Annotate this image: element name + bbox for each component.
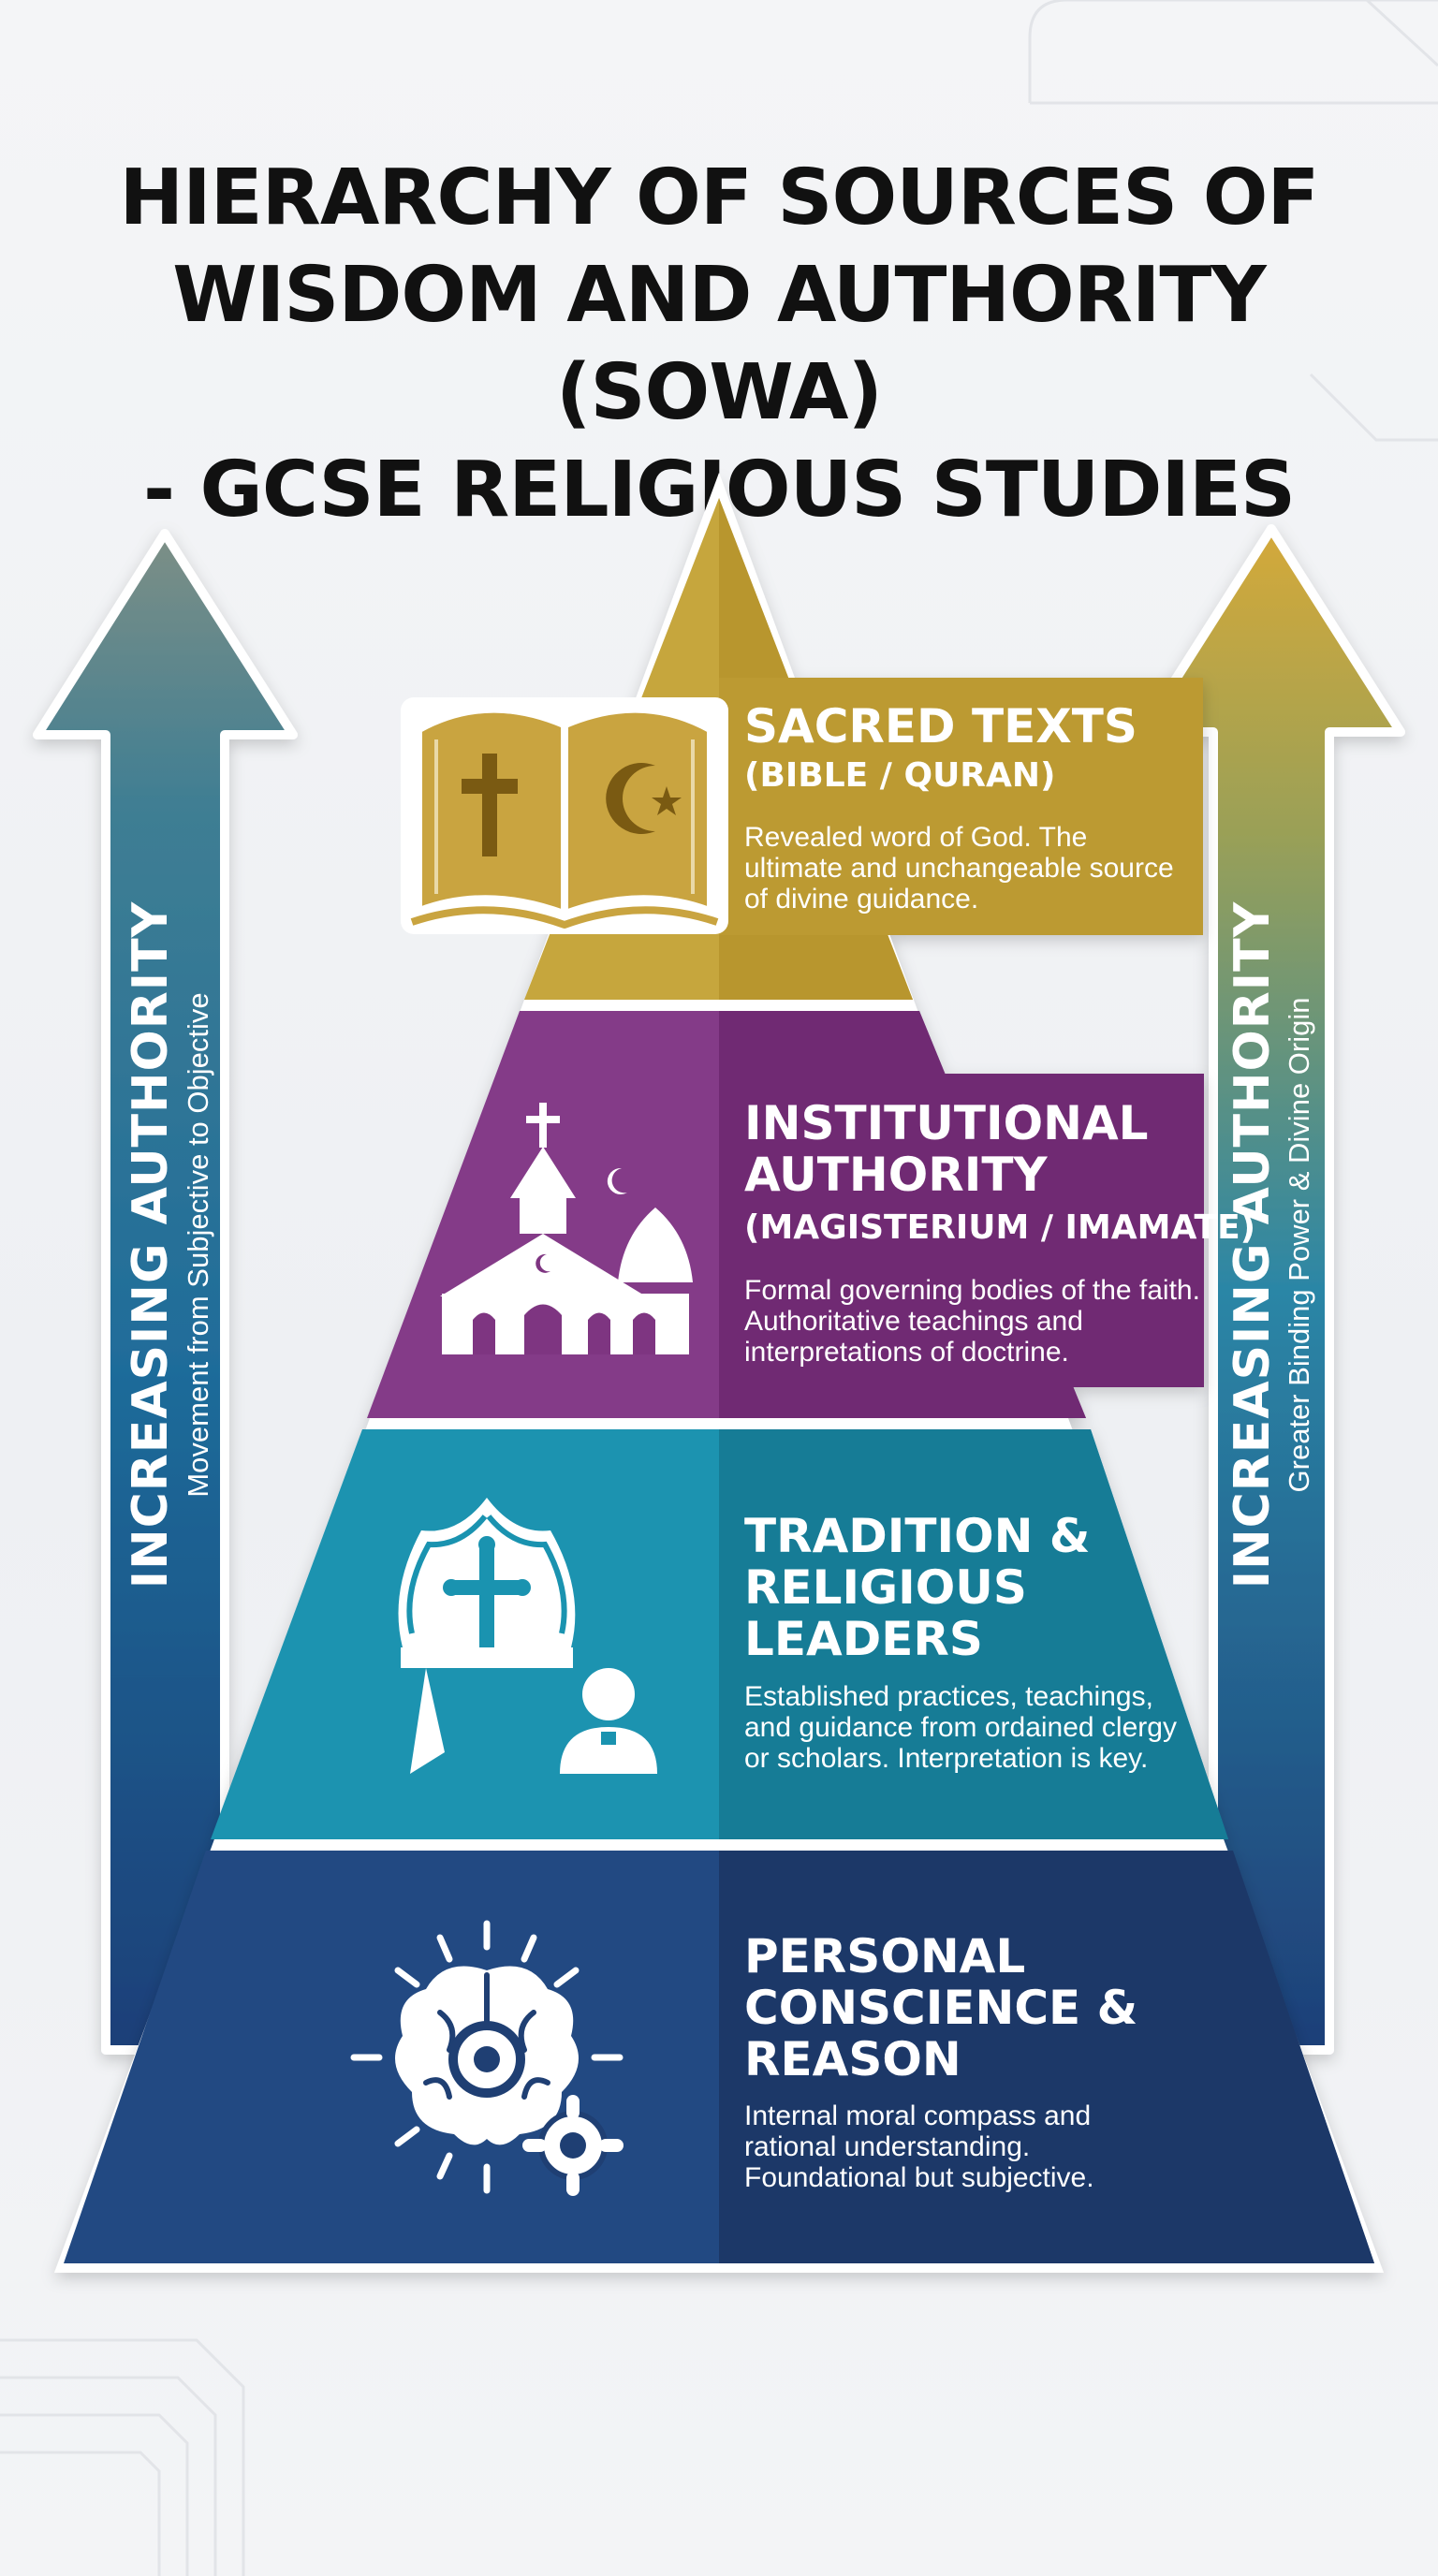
title-line-2: WISDOM AND AUTHORITY (SOWA)	[172, 251, 1266, 437]
church-mosque-icon	[440, 1103, 693, 1354]
tier-3-title-line-2: RELIGIOUS	[744, 1560, 1027, 1615]
tier-4-desc-line-2: rational understanding.	[744, 2131, 1030, 2162]
title-line-1: HIERARCHY OF SOURCES OF	[119, 154, 1320, 242]
brain-gear-icon	[350, 1920, 624, 2196]
tier-3-text: TRADITION & RELIGIOUS LEADERS Establishe…	[744, 1509, 1177, 1774]
tier-tradition-leaders	[211, 1429, 1228, 1839]
tier-2-text: INSTITUTIONAL AUTHORITY (MAGISTERIUM / I…	[744, 1096, 1255, 1368]
tier-4-title-line-3: REASON	[744, 2032, 961, 2086]
tier-1-desc-line-1: Revealed word of God. The	[744, 822, 1087, 853]
tier-2-title-line-2: AUTHORITY	[744, 1148, 1048, 1202]
left-arrow-subtitle: Movement from Subjective to Objective	[182, 992, 214, 1497]
tier-1-text: SACRED TEXTS (BIBLE / QURAN) Revealed wo…	[744, 699, 1174, 915]
tier-2-desc-line-2: Authoritative teachings and	[744, 1306, 1083, 1337]
mitre-clergy-icon	[398, 1498, 657, 1774]
tier-4-title-line-1: PERSONAL	[744, 1929, 1025, 1983]
page-title: HIERARCHY OF SOURCES OF WISDOM AND AUTHO…	[0, 150, 1438, 539]
tier-1-title: SACRED TEXTS	[744, 699, 1137, 754]
left-authority-arrow: INCREASING AUTHORITY Movement from Subje…	[33, 529, 298, 2055]
right-arrow-title: INCREASING AUTHORITY	[1225, 900, 1281, 1588]
tier-4-desc-line-3: Foundational but subjective.	[744, 2162, 1094, 2193]
tier-sacred-texts	[524, 498, 1203, 1000]
tier-3-desc-line-1: Established practices, teachings,	[744, 1681, 1153, 1712]
tier-3-desc-line-2: and guidance from ordained clergy	[744, 1712, 1177, 1743]
tier-4-text: PERSONAL CONSCIENCE & REASON Internal mo…	[744, 1929, 1137, 2193]
tier-4-desc-line-1: Internal moral compass and	[744, 2100, 1091, 2131]
tier-1-desc-line-3: of divine guidance.	[744, 884, 978, 915]
tier-3-title-line-1: TRADITION &	[744, 1509, 1090, 1563]
tier-2-desc-line-3: interpretations of doctrine.	[744, 1337, 1069, 1368]
left-arrow-title: INCREASING AUTHORITY	[123, 900, 179, 1588]
tier-4-title-line-2: CONSCIENCE &	[744, 1981, 1137, 2035]
tier-2-title-line-1: INSTITUTIONAL	[744, 1096, 1149, 1150]
tier-3-title-line-3: LEADERS	[744, 1612, 983, 1666]
open-book-cross-crescent-icon	[401, 697, 728, 934]
tier-1-subtitle: (BIBLE / QURAN)	[744, 756, 1055, 795]
tier-personal-conscience	[64, 1851, 1374, 2263]
tier-3-desc-line-3: or scholars. Interpretation is key.	[744, 1743, 1148, 1774]
tier-2-subtitle: (MAGISTERIUM / IMAMATE)	[744, 1208, 1255, 1247]
right-arrow-subtitle: Greater Binding Power & Divine Origin	[1283, 998, 1315, 1493]
tier-2-desc-line-1: Formal governing bodies of the faith.	[744, 1275, 1200, 1306]
tier-1-desc-line-2: ultimate and unchangeable source	[744, 853, 1174, 884]
